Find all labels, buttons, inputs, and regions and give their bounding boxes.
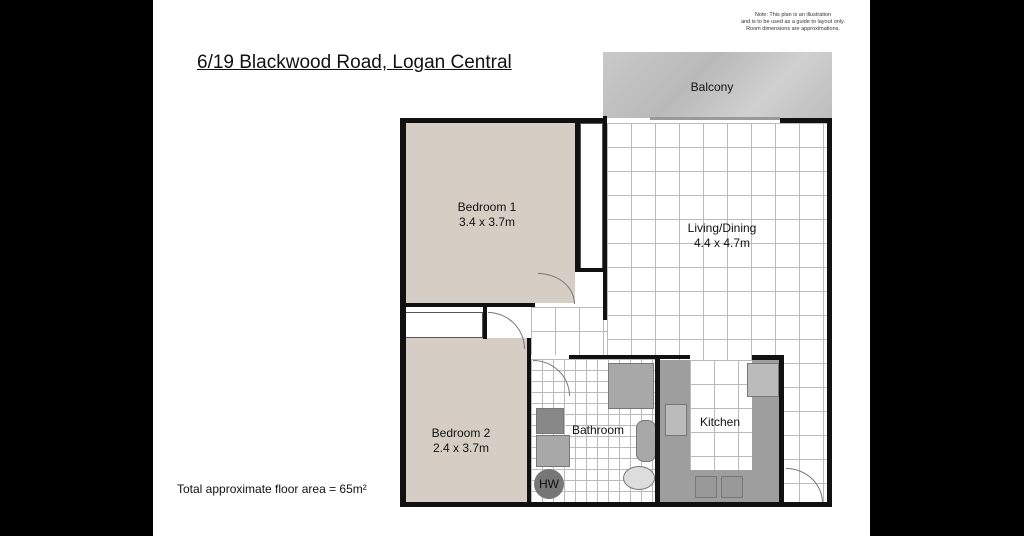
wall bbox=[569, 355, 690, 359]
wall bbox=[400, 502, 832, 507]
note-line: Room dimensions are approximations. bbox=[746, 26, 840, 32]
wall bbox=[575, 123, 580, 270]
wall bbox=[400, 303, 535, 307]
hot-water-unit: HW bbox=[534, 469, 564, 499]
toilet bbox=[623, 466, 655, 490]
wall bbox=[827, 118, 832, 507]
bedroom-1-wardrobe bbox=[580, 123, 603, 270]
balcony-sliding-door bbox=[650, 117, 780, 120]
bedroom-2-door bbox=[488, 312, 525, 349]
wall bbox=[655, 355, 660, 507]
bedroom-2-wardrobe bbox=[405, 312, 483, 338]
wall bbox=[752, 355, 784, 360]
room-name: Bedroom 1 bbox=[457, 200, 517, 214]
sink-right bbox=[721, 476, 743, 498]
wall bbox=[603, 118, 607, 320]
balcony bbox=[603, 52, 832, 118]
note-line: and is to be used as a guide to layout o… bbox=[741, 19, 845, 25]
room-size: 4.4 x 4.7m bbox=[693, 236, 751, 250]
laundry-tub bbox=[536, 435, 570, 467]
sink-left bbox=[695, 476, 717, 498]
bedroom-2-floor bbox=[405, 338, 527, 502]
hallway-floor bbox=[531, 307, 607, 355]
note-line: Note: This plan is an illustration bbox=[754, 12, 832, 18]
floor-plan-sheet: Note: This plan is an illustration and i… bbox=[153, 0, 870, 536]
wall bbox=[779, 355, 784, 507]
kitchen-floor bbox=[690, 360, 752, 470]
fridge bbox=[747, 363, 779, 397]
wall bbox=[400, 118, 406, 507]
bathroom-label: Bathroom bbox=[571, 423, 625, 437]
total-floor-area: Total approximate floor area = 65m² bbox=[177, 482, 367, 496]
wall bbox=[483, 307, 487, 339]
shower bbox=[608, 363, 654, 409]
page-title: 6/19 Blackwood Road, Logan Central bbox=[197, 52, 512, 73]
living-dining-floor bbox=[607, 123, 827, 502]
wall bbox=[527, 338, 531, 507]
room-size: 3.4 x 3.7m bbox=[458, 215, 516, 229]
disclaimer-note: Note: This plan is an illustration and i… bbox=[713, 12, 873, 33]
vanity-basin bbox=[536, 408, 564, 434]
room-size: 2.4 x 3.7m bbox=[432, 441, 490, 455]
wall bbox=[400, 118, 605, 123]
room-name: Bedroom 2 bbox=[431, 426, 491, 440]
kitchen-label: Kitchen bbox=[699, 415, 741, 429]
wall bbox=[575, 268, 607, 272]
cooktop bbox=[665, 404, 687, 436]
room-name: Living/Dining bbox=[687, 221, 757, 235]
bathroom-basin bbox=[636, 420, 656, 462]
balcony-label: Balcony bbox=[690, 80, 734, 94]
wall bbox=[780, 118, 832, 123]
